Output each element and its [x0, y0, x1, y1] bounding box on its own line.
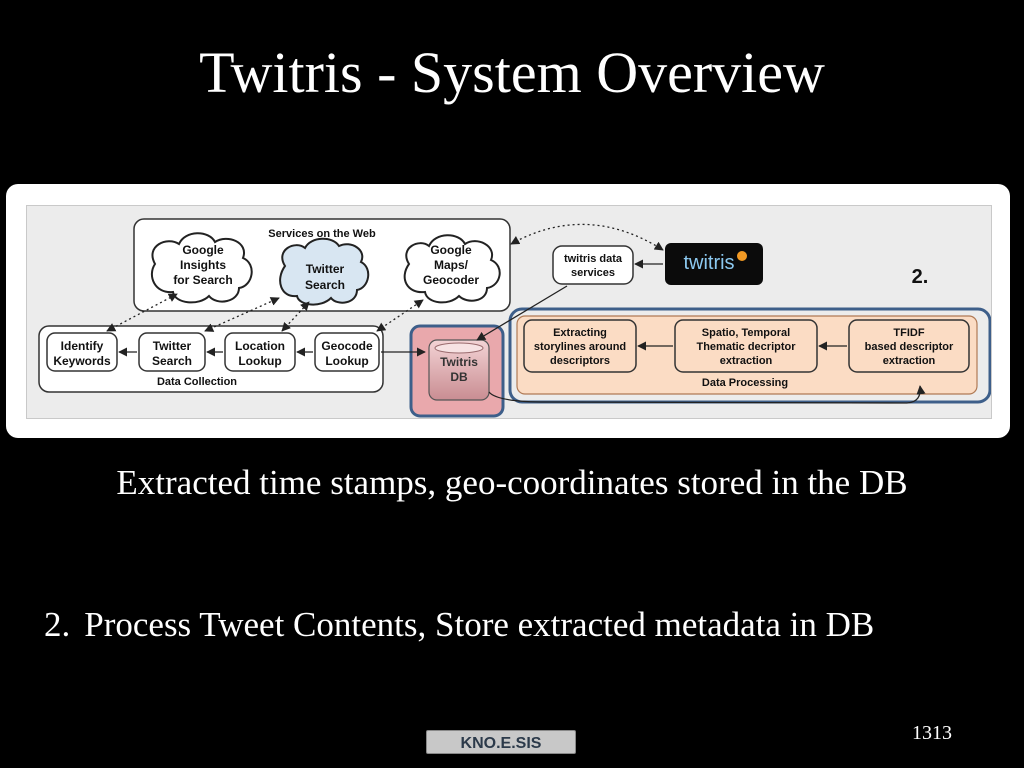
- spatio-temporal-box: Spatio, Temporal Thematic decriptor extr…: [674, 319, 818, 373]
- tfidf-box: TFIDF based descriptor extraction: [848, 319, 970, 373]
- cloud-text-line: Geocoder: [423, 273, 479, 287]
- arrow: [510, 223, 664, 251]
- box-text-line: services: [571, 267, 615, 279]
- extracting-storylines-box: Extracting storylines around descriptors: [523, 319, 637, 373]
- knoesis-logo: KNO.E.SIS: [426, 730, 576, 754]
- box-text-line: extraction: [720, 355, 773, 367]
- arrow: [376, 299, 424, 332]
- slide-number: 1313: [912, 722, 952, 744]
- box-text-line: Twitter: [153, 339, 192, 353]
- cloud-google-insights: Google Insights for Search: [150, 232, 253, 304]
- arrow: [204, 297, 280, 332]
- diagram-caption: Extracted time stamps, geo-coordinates s…: [116, 463, 908, 502]
- bullet-point: 2. Process Tweet Contents, Store extracte…: [44, 604, 994, 646]
- cloud-text-line: Google: [182, 243, 224, 257]
- twitris-logo-dot: [737, 251, 747, 261]
- slide-title: Twitris - System Overview: [199, 40, 825, 105]
- bullet-number: 2.: [44, 605, 71, 644]
- diagram-arrows: [106, 223, 926, 404]
- arrow: [476, 285, 568, 341]
- logo-text: KNO.E.SIS: [461, 735, 542, 752]
- db-text-line: DB: [450, 370, 468, 384]
- box-text-line: descriptors: [550, 355, 610, 367]
- twitris-db-icon: Twitris DB: [428, 339, 490, 401]
- step-marker: 2.: [912, 266, 929, 288]
- box-text-line: Search: [152, 354, 192, 368]
- cloud-text-line: Twitter: [306, 262, 345, 276]
- bullet-text: Process Tweet Contents, Store extracted …: [84, 605, 875, 644]
- location-lookup-box: Location Lookup: [224, 332, 296, 372]
- cloud-text-line: Search: [305, 278, 345, 292]
- system-diagram: Services on the Web Google Insights for …: [26, 205, 992, 419]
- box-text-line: Geocode: [321, 339, 373, 353]
- cloud-text-line: Google: [430, 243, 472, 257]
- twitris-logo-text: twitris: [683, 252, 734, 274]
- box-text-line: Lookup: [238, 354, 281, 368]
- box-text-line: TFIDF: [893, 327, 924, 339]
- data-processing-label: Data Processing: [702, 377, 788, 389]
- twitter-search-box: Twitter Search: [138, 332, 206, 372]
- box-text-line: Identify: [61, 339, 104, 353]
- box-text-line: Extracting: [553, 327, 607, 339]
- arrow: [106, 293, 178, 332]
- box-text-line: extraction: [883, 355, 936, 367]
- identify-keywords-box: Identify Keywords: [46, 332, 118, 372]
- cloud-text-line: Insights: [180, 258, 226, 272]
- arrow: [488, 385, 926, 404]
- cloud-google-maps: Google Maps/ Geocoder: [403, 234, 501, 304]
- arrow: [281, 301, 310, 332]
- box-text-line: Lookup: [325, 354, 368, 368]
- box-text-line: Keywords: [53, 354, 111, 368]
- box-text-line: Spatio, Temporal: [702, 327, 790, 339]
- cloud-twitter-search: Twitter Search: [279, 237, 370, 306]
- cloud-text-line: Maps/: [434, 258, 469, 272]
- db-text-line: Twitris: [440, 355, 478, 369]
- box-text-line: based descriptor: [865, 341, 954, 353]
- box-text-line: Location: [235, 339, 285, 353]
- cloud-text-line: for Search: [173, 273, 232, 287]
- box-text-line: Thematic decriptor: [696, 341, 796, 353]
- geocode-lookup-box: Geocode Lookup: [314, 332, 380, 372]
- box-text-line: storylines around: [534, 341, 626, 353]
- dotted-arrows: [106, 223, 664, 332]
- data-collection-label: Data Collection: [157, 376, 237, 388]
- box-text-line: twitris data: [564, 253, 623, 265]
- services-group-label: Services on the Web: [268, 228, 376, 240]
